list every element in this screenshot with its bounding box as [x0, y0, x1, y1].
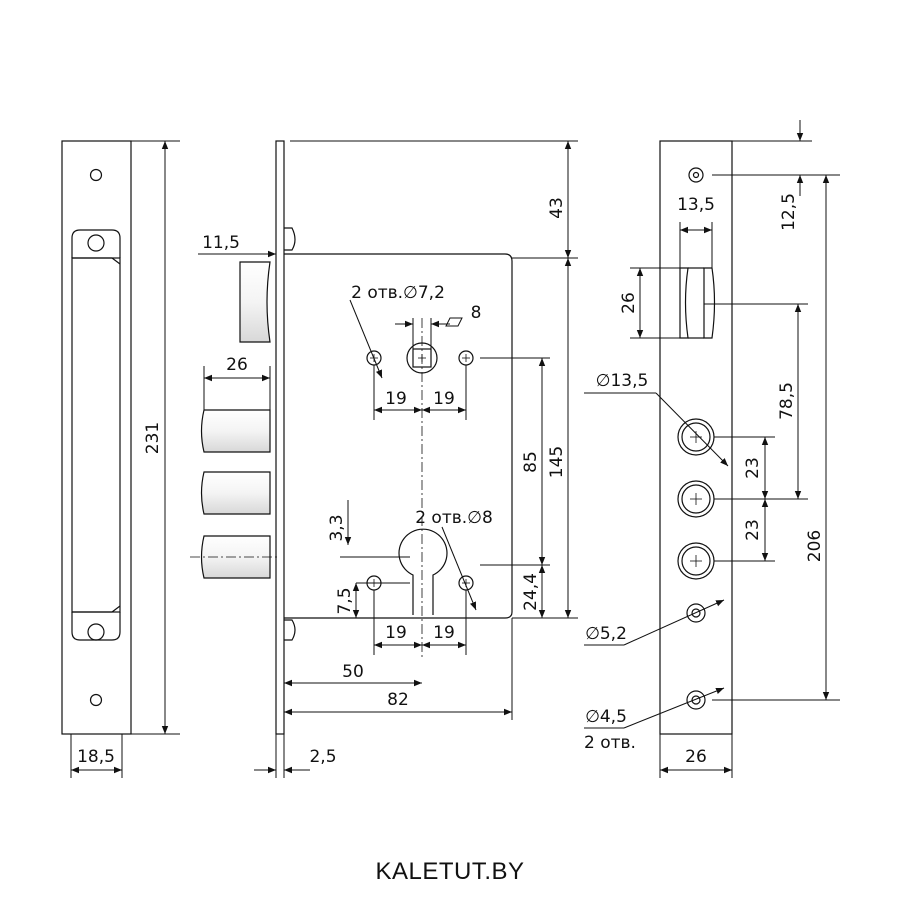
dim-fp-hole-screw-count: 2 отв. [584, 733, 636, 753]
dim-strike-width: 18,5 [77, 747, 115, 767]
dim-body-height: 145 [547, 446, 567, 478]
dim-keyhole-offset: 3,3 [327, 514, 347, 541]
faceplate-dimensions [584, 120, 840, 778]
lock-body [200, 140, 513, 735]
dim-fp-pitch-1: 23 [743, 457, 763, 479]
dim-cyl-right: 19 [433, 623, 455, 643]
dim-fp-width: 26 [685, 747, 707, 767]
lock-body-dimensions [198, 140, 578, 778]
dim-faceplate-thickness: 2,5 [309, 747, 336, 767]
dim-holes-spindle: 2 отв.∅7,2 [351, 283, 445, 303]
dim-cyl-hole-offset: 7,5 [335, 587, 355, 614]
dimension-labels: 231 18,5 11,5 26 43 2 отв.∅7,2 8 19 19 8… [77, 193, 825, 767]
dim-fp-hole-screw: ∅4,5 [585, 707, 627, 727]
dim-backset: 50 [342, 662, 364, 682]
strike-plate-dimensions [70, 140, 180, 778]
dim-spindle-right: 19 [433, 389, 455, 409]
dim-fp-pitch-2: 23 [743, 519, 763, 541]
dim-cyl-left: 19 [385, 623, 407, 643]
dim-fp-hole-spacing: 78,5 [777, 382, 797, 420]
site-watermark: KALETUT.BY [375, 858, 525, 885]
dim-fp-total: 206 [805, 530, 825, 562]
dim-fp-hole-small: ∅5,2 [585, 624, 627, 644]
dim-fp-hole-diam: ∅13,5 [596, 371, 649, 391]
dim-bolt-throw: 26 [226, 355, 248, 375]
dim-holes-cylinder: 2 отв.∅8 [415, 508, 493, 528]
dim-spindle-left: 19 [385, 389, 407, 409]
dim-fp-bolt-height: 26 [619, 292, 639, 314]
dim-cyl-bottom: 24,4 [521, 573, 541, 611]
strike-plate [61, 140, 132, 735]
dim-bolt-offset: 11,5 [202, 233, 240, 253]
dim-strike-height: 231 [143, 422, 163, 454]
dim-body-top: 43 [547, 197, 567, 219]
dim-fp-bolt-width: 13,5 [677, 195, 715, 215]
dim-spindle-square: 8 [471, 303, 482, 323]
dim-body-depth: 82 [387, 690, 409, 710]
dim-center-distance: 85 [521, 451, 541, 473]
dim-fp-top: 12,5 [779, 193, 799, 231]
